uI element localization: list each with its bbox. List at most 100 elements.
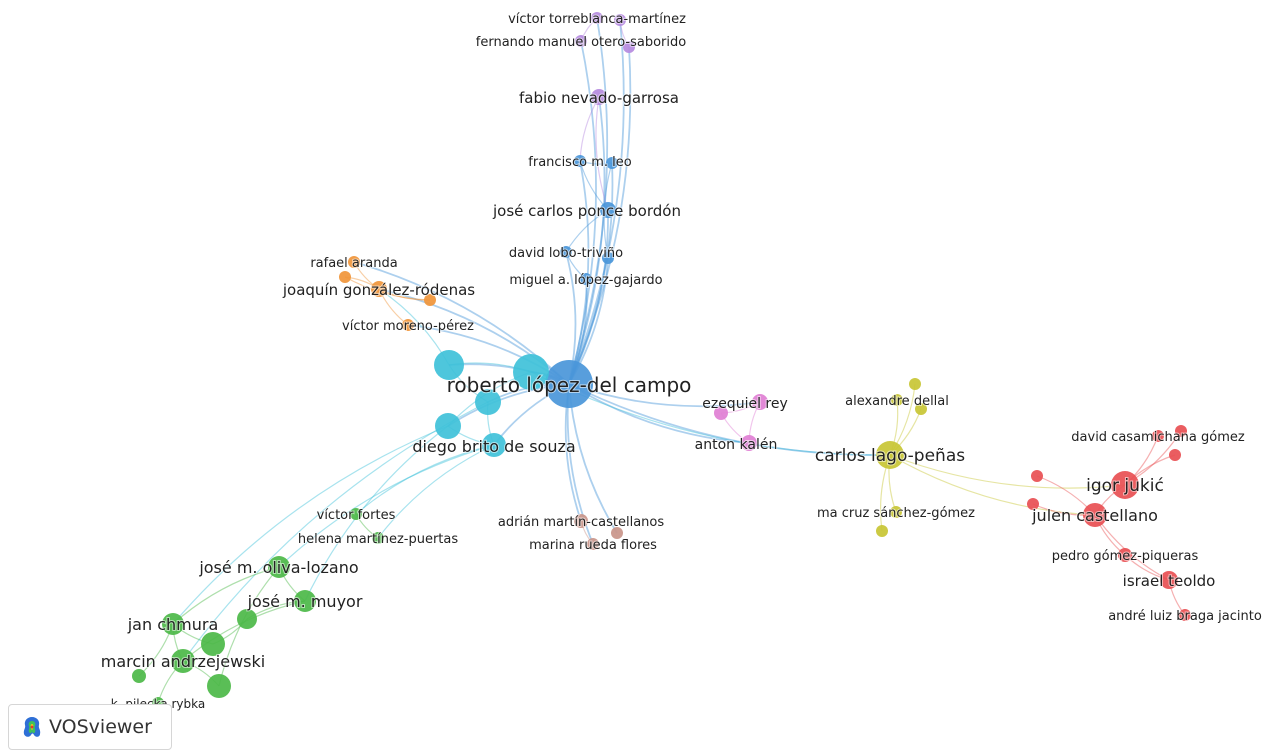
node-ma[interactable] [171,649,195,673]
node-label-jmm: josé m. muyor [247,592,363,611]
node-ad[interactable] [891,394,903,406]
node-albj[interactable] [1179,609,1191,621]
node-mcsg[interactable] [890,506,902,518]
node-clp[interactable] [876,441,904,469]
node-label-ra: rafael aranda [310,256,397,271]
node-rlc[interactable] [545,360,593,408]
node-jmm[interactable] [294,590,316,612]
node-y1[interactable] [909,378,921,390]
node-mrf[interactable] [587,538,599,550]
node-label-ad: alexandre dellal [845,394,949,409]
node-c1[interactable] [513,354,549,390]
node-r4[interactable] [1169,449,1181,461]
node-label-it: israel teoldo [1123,572,1216,590]
node-er[interactable] [752,394,768,410]
node-label-fng: fabio nevado-garrosa [519,89,679,107]
node-c2[interactable] [434,350,464,380]
node-dcg[interactable] [1152,430,1164,442]
link [568,162,614,385]
link [172,566,280,625]
link [568,96,606,385]
link [355,444,495,515]
node-label-jch: jan chmura [127,615,219,634]
node-r2[interactable] [1031,470,1043,482]
vosviewer-logo[interactable]: VOSviewer [8,704,172,750]
node-dlt[interactable] [560,246,572,258]
node-label-ak: anton kalén [695,437,778,453]
node-hmp[interactable] [372,532,384,544]
link [568,40,597,385]
node-o2[interactable] [424,294,436,306]
label-layer: roberto lópez-del campo diego brito de so… [100,11,1263,712]
node-jch[interactable] [162,613,184,635]
node-amc[interactable] [574,514,588,528]
node-pk1[interactable] [714,406,728,420]
node-label-jgr: joaquín gonzález-ródenas [282,281,475,299]
node-p2[interactable] [623,41,635,53]
node-malg[interactable] [580,273,592,285]
node-label-rlc: roberto lópez-del campo [447,373,692,397]
node-g4[interactable] [132,669,146,683]
node-label-hmp: helena martínez-puertas [298,532,459,547]
node-vmp[interactable] [402,319,414,331]
node-ra[interactable] [348,256,360,268]
node-c3[interactable] [475,389,501,415]
node-ak[interactable] [741,435,757,451]
node-label-dbs: diego brito de souza [412,437,575,456]
node-label-malg: miguel a. lópez-gajardo [509,273,662,288]
node-o1[interactable] [339,271,351,283]
node-fmos[interactable] [575,35,587,47]
node-b2[interactable] [602,252,614,264]
node-layer [132,12,1191,709]
node-g3[interactable] [207,674,231,698]
app-name: VOSviewer [49,716,152,738]
node-it[interactable] [1160,571,1178,589]
node-c4[interactable] [435,413,461,439]
link [889,454,1126,489]
link [568,19,625,385]
node-label-amc: adrián martín-castellanos [498,515,664,530]
node-br1[interactable] [611,527,623,539]
node-y2[interactable] [915,403,927,415]
node-vf[interactable] [350,508,362,520]
link [568,160,590,385]
link [595,96,609,211]
node-jmol[interactable] [268,556,290,578]
link [344,276,431,301]
node-jgr[interactable] [371,281,387,297]
node-label-ma: marcin andrzejewski [101,652,265,671]
node-label-mrf: marina rueda flores [529,538,657,553]
node-label-vmp: víctor moreno-pérez [342,319,474,334]
node-pgp[interactable] [1118,548,1132,562]
node-label-ij: igor jukić [1086,476,1164,496]
node-p1[interactable] [614,14,626,26]
node-jc[interactable] [1083,503,1107,527]
node-label-clp: carlos lago-peñas [815,446,965,466]
node-label-er: ezequiel rey [702,396,788,412]
node-vtm[interactable] [591,12,603,24]
node-label-albj: andré luiz braga jacinto [1108,609,1262,624]
node-label-vtm: víctor torreblanca-martínez [508,12,686,27]
node-b1[interactable] [606,157,618,169]
node-r1[interactable] [1175,425,1187,437]
node-y3[interactable] [876,525,888,537]
node-g1[interactable] [201,632,225,656]
link [278,444,495,568]
node-label-fml: francisco m. leo [528,155,631,170]
node-label-jc: julen castellano [1031,506,1158,525]
link [377,444,495,539]
node-fng[interactable] [591,89,607,105]
node-jcpb[interactable] [600,202,616,218]
node-g2[interactable] [237,609,257,629]
node-fml[interactable] [574,155,586,167]
vosviewer-logo-icon [23,717,41,737]
node-r3[interactable] [1027,498,1039,510]
link [889,454,1096,516]
node-label-jcpb: josé carlos ponce bordón [492,202,681,220]
node-label-mcsg: ma cruz sánchez-gómez [817,506,975,521]
node-label-fmos: fernando manuel otero-saborido [476,35,686,50]
node-dbs[interactable] [482,433,506,457]
node-ij[interactable] [1111,471,1139,499]
link [568,383,891,457]
